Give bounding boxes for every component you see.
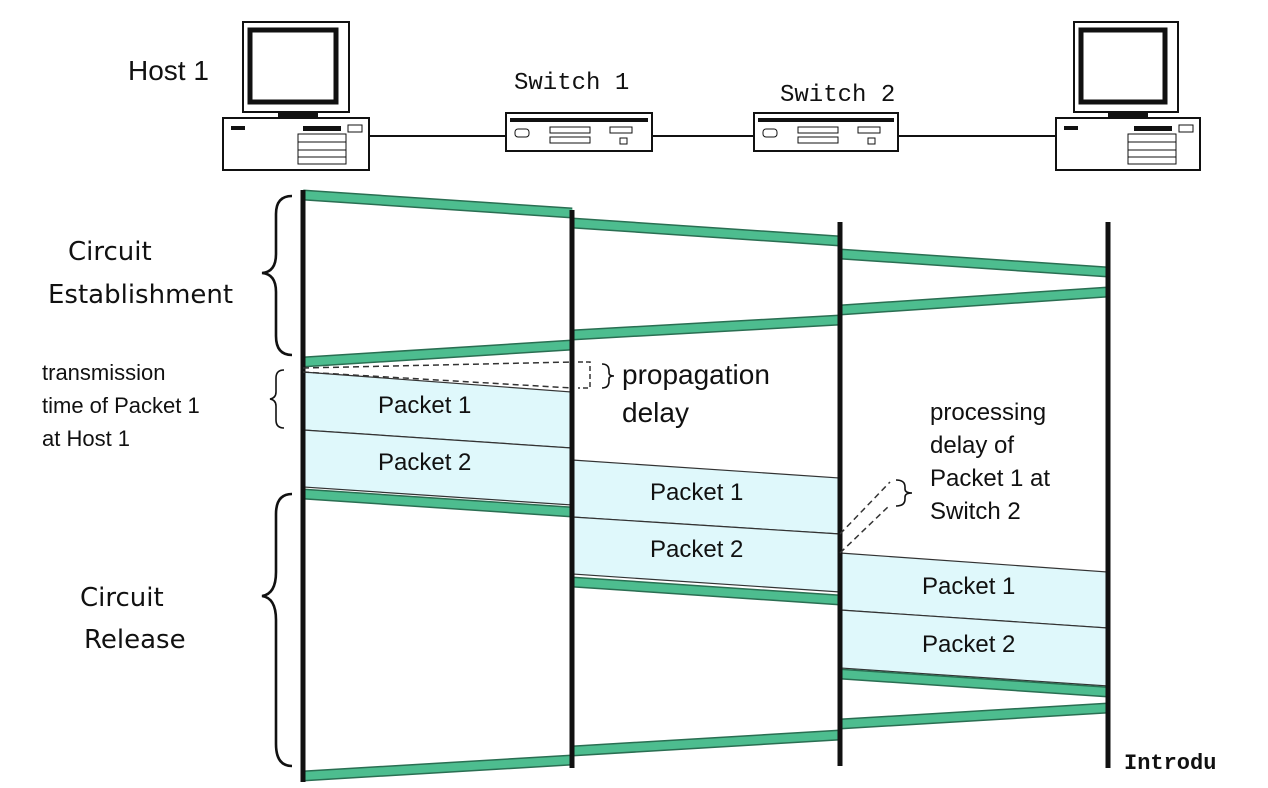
propagation-label-line1: propagation bbox=[622, 359, 770, 390]
switch2-icon bbox=[753, 112, 899, 152]
propagation-delay-brace-icon bbox=[601, 363, 615, 389]
establishment-label-line2: Establishment bbox=[48, 280, 233, 310]
establishment-label-line1: Circuit bbox=[68, 237, 152, 267]
release-label-line1: Circuit bbox=[80, 583, 164, 613]
switch2-label: Switch 2 bbox=[780, 82, 895, 109]
footer-label: Introdu bbox=[1124, 751, 1216, 776]
labels: Circuit Establishment Circuit Release tr… bbox=[42, 237, 1216, 776]
processing-label-line2: delay of bbox=[930, 432, 1014, 459]
timelines bbox=[300, 190, 1111, 782]
processing-delay-dashes bbox=[839, 481, 891, 554]
transmission-time-brace-icon bbox=[269, 369, 285, 429]
packet1-hop1-label: Packet 1 bbox=[378, 392, 471, 419]
host1-label: Host 1 bbox=[128, 55, 209, 86]
topology: Host 1 Switch 1 Switch 2 bbox=[128, 21, 1201, 171]
delay-markers bbox=[269, 361, 913, 554]
propagation-delay-dashes bbox=[302, 361, 573, 389]
processing-label-line1: processing bbox=[930, 399, 1046, 426]
packet2-hop3-label: Packet 2 bbox=[922, 631, 1015, 658]
packet1-hop3-label: Packet 1 bbox=[922, 573, 1015, 600]
propagation-label-line2: delay bbox=[622, 397, 689, 428]
propagation-delay-bracket bbox=[578, 361, 591, 389]
transmission-label-line1: transmission bbox=[42, 360, 165, 385]
phase-braces bbox=[261, 194, 293, 768]
switch1-label: Switch 1 bbox=[514, 70, 629, 97]
processing-label-line3: Packet 1 at bbox=[930, 465, 1050, 492]
host2-computer-icon bbox=[1055, 21, 1201, 171]
signaling-bars bbox=[302, 189, 1109, 782]
processing-label-line4: Switch 2 bbox=[930, 498, 1021, 525]
host1-computer-icon bbox=[222, 21, 370, 171]
switch1-icon bbox=[505, 112, 653, 152]
packets: Packet 1 Packet 2 Packet 1 Packet 2 Pack… bbox=[302, 371, 1109, 687]
processing-delay-brace-icon bbox=[895, 479, 913, 507]
transmission-label-line2: time of Packet 1 bbox=[42, 393, 200, 418]
release-label-line2: Release bbox=[84, 625, 186, 655]
packet1-hop2-label: Packet 1 bbox=[650, 479, 743, 506]
packet2-hop2-label: Packet 2 bbox=[650, 536, 743, 563]
establishment-brace-icon bbox=[261, 194, 293, 357]
release-brace-icon bbox=[261, 492, 293, 768]
packet2-hop1-label: Packet 2 bbox=[378, 449, 471, 476]
transmission-label-line3: at Host 1 bbox=[42, 426, 130, 451]
